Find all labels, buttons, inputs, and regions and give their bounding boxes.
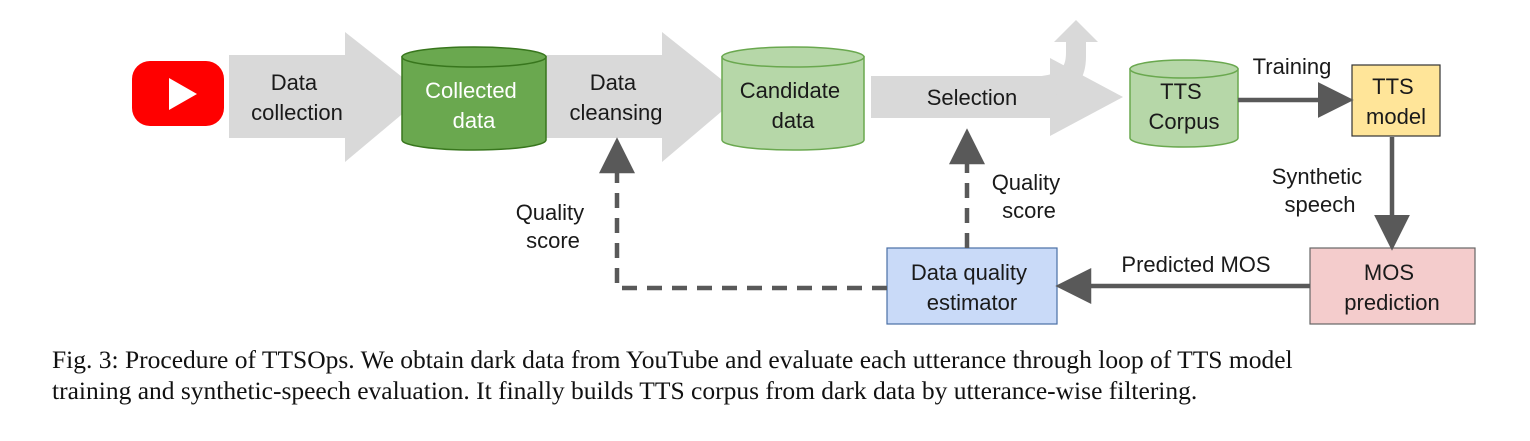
data-quality-estimator-box: Data quality estimator: [886, 247, 1058, 325]
quality-score-left-arrow: [599, 137, 887, 291]
data-cleansing-label: Data cleansing: [570, 70, 663, 125]
tts-model-label: TTS model: [1366, 74, 1426, 129]
synthetic-speech-label: Synthetic speech: [1272, 164, 1369, 217]
selection-label: Selection: [927, 85, 1018, 110]
selection-reject-arrow: [1020, 20, 1098, 97]
youtube-icon: [132, 61, 224, 126]
tts-corpus-label: TTS Corpus: [1149, 79, 1220, 134]
figure-caption: Fig. 3: Procedure of TTSOps. We obtain d…: [52, 344, 1530, 406]
candidate-data-label: Candidate data: [740, 78, 846, 133]
data-collection-label: Data collection: [251, 70, 343, 125]
quality-score-left-label: Quality score: [516, 200, 591, 253]
candidate-data-store: Candidate data: [721, 46, 865, 151]
quality-score-right-label: Quality score: [992, 170, 1067, 223]
data-cleansing-arrow: [546, 32, 741, 162]
training-label: Training: [1253, 54, 1332, 79]
caption-line-2: training and synthetic-speech evaluation…: [52, 376, 1198, 405]
tts-corpus-store: TTS Corpus: [1129, 59, 1239, 148]
mos-prediction-box: MOS prediction: [1309, 247, 1476, 325]
collected-data-label: Collected data: [425, 78, 523, 133]
collected-data-store: Collected data: [401, 46, 547, 151]
mos-prediction-label: MOS prediction: [1344, 260, 1439, 315]
predicted-mos-label: Predicted MOS: [1121, 252, 1270, 277]
data-quality-estimator-label: Data quality estimator: [911, 260, 1033, 315]
caption-line-1: Fig. 3: Procedure of TTSOps. We obtain d…: [52, 345, 1293, 374]
data-collection-arrow: [229, 32, 425, 162]
ttsops-diagram: Data collection Data cleansing Selection…: [132, 20, 1476, 325]
tts-model-box: TTS model: [1351, 64, 1441, 137]
